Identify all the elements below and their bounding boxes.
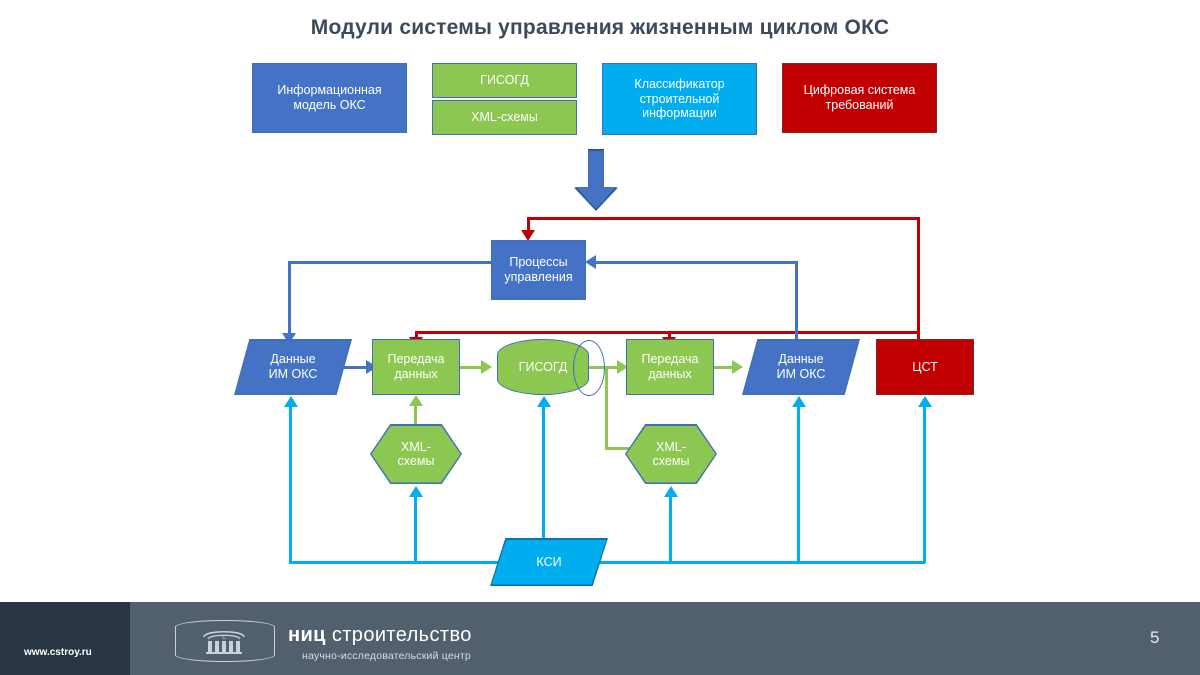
module-box-info-model-label: Информационная модель ОКС — [277, 83, 382, 112]
xml-hexagon-left-label: XML- схемы — [397, 439, 435, 468]
module-box-classifier-label: Классификатор строительной информации — [634, 76, 725, 121]
cyan-arrow-xml-left — [409, 486, 423, 497]
page-title: Модули системы управления жизненным цикл… — [310, 16, 890, 39]
blue-line-data-to-transfer — [340, 365, 370, 369]
gisogd-datastore-label: ГИСОГД — [518, 359, 568, 374]
cyan-riser-xml-right — [669, 495, 672, 563]
ksi-parallelogram[interactable]: КСИ — [491, 539, 607, 585]
red-line-mid-bus — [415, 331, 920, 334]
module-box-gisogd[interactable]: ГИСОГД — [432, 63, 577, 98]
big-down-arrow-icon — [576, 151, 616, 209]
transfer-box-right[interactable]: Передача данных — [626, 339, 714, 395]
blue-arrow-data-to-transfer — [366, 360, 377, 374]
green-arrow-gisogd-to-transfer — [617, 360, 628, 374]
ksi-parallelogram-label: КСИ — [536, 554, 562, 569]
cyan-riser-xml-left — [414, 495, 417, 563]
page-number: 5 — [1150, 628, 1160, 647]
data-im-oks-right[interactable]: Данные ИМ ОКС — [743, 340, 859, 394]
footer-left-block — [0, 602, 130, 675]
red-drop-transfer-right — [668, 331, 671, 340]
cyan-arrow-data-right — [792, 396, 806, 407]
cyan-arrow-xml-right — [664, 486, 678, 497]
cylinder-cap-icon — [573, 340, 605, 396]
process-box-control[interactable]: Процессы управления — [491, 240, 586, 300]
cyan-arrow-gisogd — [537, 396, 551, 407]
blue-line-right-vertical — [795, 261, 798, 339]
transfer-box-right-label: Передача данных — [641, 352, 699, 381]
brand-name: ниц строительство — [288, 624, 472, 647]
cyan-riser-data-right — [797, 405, 800, 563]
cst-box-label: ЦСТ — [912, 359, 938, 374]
cyan-arrow-data-left — [284, 396, 298, 407]
cst-box[interactable]: ЦСТ — [876, 339, 974, 395]
blue-line-left-horizontal — [288, 261, 493, 264]
green-line-branch-horizontal — [605, 447, 637, 450]
svg-text:с: с — [222, 634, 226, 641]
green-line-transfer-to-data — [714, 365, 736, 369]
module-box-classifier[interactable]: Классификатор строительной информации — [602, 63, 757, 135]
footer-bar: www.cstroy.ru с ниц строительство научно… — [0, 602, 1200, 675]
transfer-box-left[interactable]: Передача данных — [372, 339, 460, 395]
building-logo-icon: с — [203, 630, 245, 654]
red-line-right-vertical — [917, 217, 920, 340]
blue-line-right-horizontal — [592, 261, 798, 264]
module-box-requirements-label: Цифровая система требований — [803, 83, 916, 112]
green-line-xml-left-up — [414, 400, 417, 425]
green-arrow-transfer-to-gisogd — [481, 360, 492, 374]
red-arrow-into-process — [521, 230, 535, 241]
blue-arrow-into-process — [585, 255, 596, 269]
xml-hexagon-right-label: XML- схемы — [652, 439, 690, 468]
footer-website-url[interactable]: www.cstroy.ru — [24, 647, 92, 658]
data-im-oks-right-label: Данные ИМ ОКС — [776, 352, 826, 381]
blue-arrow-into-data-left — [282, 333, 296, 344]
module-box-gisogd-label: ГИСОГД — [480, 73, 529, 88]
red-line-into-process — [527, 217, 530, 232]
module-box-xml-schemas[interactable]: XML-схемы — [432, 100, 577, 135]
brand-name-bold: ниц — [288, 624, 326, 646]
cyan-riser-gisogd — [542, 405, 545, 563]
cyan-arrow-cst — [918, 396, 932, 407]
transfer-box-left-label: Передача данных — [387, 352, 445, 381]
brand-name-rest: строительство — [325, 624, 472, 646]
green-line-branch-vertical — [605, 365, 608, 450]
cyan-riser-data-left — [289, 405, 292, 563]
cyan-riser-cst — [923, 405, 926, 563]
green-line-transfer-to-gisogd — [460, 365, 484, 369]
logo-frame-icon — [175, 620, 275, 662]
green-arrow-transfer-to-data — [732, 360, 743, 374]
red-line-top — [527, 217, 920, 220]
brand-tagline: научно-исследовательский центр — [302, 650, 471, 662]
xml-hexagon-left[interactable]: XML- схемы — [370, 424, 462, 484]
blue-line-left-vertical — [288, 261, 291, 337]
green-arrow-xml-left-up — [409, 395, 423, 406]
data-im-oks-left-label: Данные ИМ ОКС — [268, 352, 318, 381]
module-box-info-model[interactable]: Информационная модель ОКС — [252, 63, 407, 133]
module-box-xml-schemas-label: XML-схемы — [471, 110, 538, 125]
red-drop-transfer-left — [415, 331, 418, 340]
data-im-oks-left[interactable]: Данные ИМ ОКС — [235, 340, 351, 394]
cyan-bus-line — [289, 561, 925, 564]
process-box-control-label: Процессы управления — [504, 255, 573, 284]
module-box-requirements[interactable]: Цифровая система требований — [782, 63, 937, 133]
xml-hexagon-right[interactable]: XML- схемы — [625, 424, 717, 484]
